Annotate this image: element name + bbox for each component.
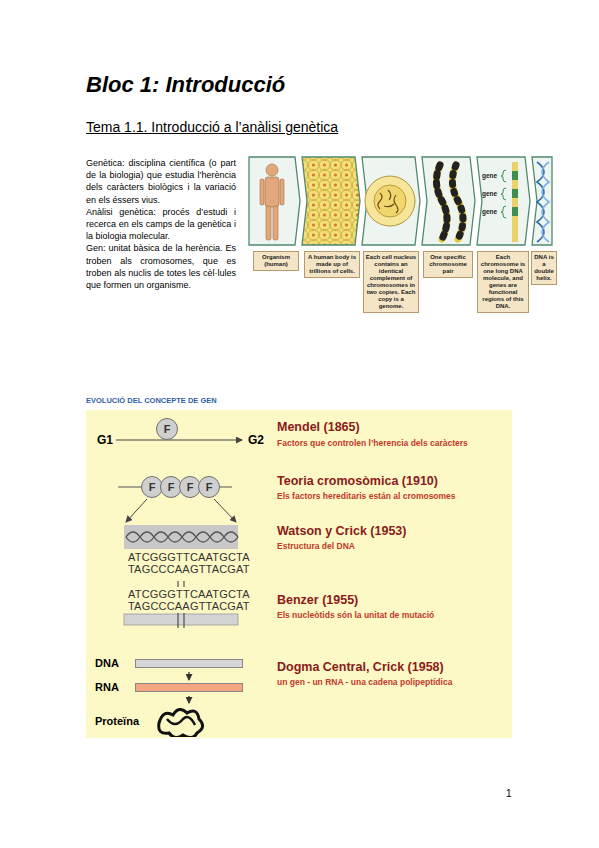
paragraph: Genètica: disciplina científica (o part …: [86, 157, 236, 206]
timeline-heading: Benzer (1955): [277, 593, 358, 607]
node-text: DNA is a double helix.: [533, 254, 555, 282]
timeline-note: un gen - un RNA - una cadena polipeptídi…: [277, 677, 452, 687]
timeline-note: Els factors hereditaris están al cromoso…: [277, 491, 456, 501]
flow-arrow: [188, 696, 189, 703]
panel-heading: EVOLUCIÓ DEL CONCEPTE DE GEN: [86, 396, 217, 405]
protein-node: Proteïna: [95, 704, 245, 738]
node-text: Each chromosome is one long DNA molecule…: [479, 254, 527, 310]
caption-box: A human body is made up of trillions of …: [304, 251, 360, 278]
molecule-bar: DNA: [95, 657, 247, 671]
timeline-note: Estructura del DNA: [277, 541, 355, 551]
dna-sequence: TAGCCCAAGTTACGAT: [128, 600, 250, 612]
paragraph: Gen: unitat bàsica de la herència. Es tr…: [86, 242, 236, 291]
node-text: One specific chromosome pair: [425, 254, 471, 275]
node-text: RNA: [95, 681, 247, 694]
caption-box: Organism (human): [253, 251, 299, 271]
protein-blob: [153, 705, 207, 737]
factor-circle: F: [156, 418, 178, 440]
gene-label: gene: [482, 208, 497, 215]
node-text: Proteïna: [95, 715, 153, 727]
node-text: Organism (human): [255, 254, 297, 268]
caption-box: One specific chromosome pair: [423, 251, 473, 278]
molecule-strip: [135, 659, 243, 668]
caption-box: Each chromosome is one long DNA molecule…: [477, 251, 529, 313]
timeline-heading: Watson y Crick (1953): [277, 524, 406, 538]
gene-label: gene: [482, 172, 497, 179]
node-text: F: [149, 481, 156, 493]
flow-arrow: [188, 672, 189, 680]
section-heading: Tema 1.1. Introducció a l’anàlisi genèti…: [86, 119, 338, 135]
gene-label: gene: [482, 190, 497, 197]
molecule-bar: RNA: [95, 681, 247, 695]
timeline-heading: Teoria cromosòmica (1910): [277, 474, 438, 488]
node-text: F: [168, 481, 175, 493]
timeline-note: Els nucleòtids són la unitat de mutació: [277, 610, 434, 620]
paragraph: Anàlisi genètica: procés d’estudi i rece…: [86, 206, 236, 243]
node-text: F: [187, 481, 194, 493]
generation-label: G2: [248, 433, 264, 447]
timeline-heading: Mendel (1865): [277, 420, 360, 434]
timeline-note: Factors que controlen l’herencia dels ca…: [277, 438, 468, 448]
node-text: Each cell nucleus contains an identical …: [365, 254, 417, 310]
dna-sequence: TAGCCCAAGTTACGAT: [128, 563, 250, 575]
page-title: Bloc 1: Introducció: [86, 72, 285, 98]
node-text: F: [206, 481, 213, 493]
dna-sequence: ATCGGGTTCAATGCTA: [128, 551, 250, 563]
molecule-strip: [135, 683, 243, 692]
node-text: F: [164, 423, 171, 435]
page-number: 1: [506, 788, 512, 799]
caption-box: Each cell nucleus contains an identical …: [363, 251, 419, 313]
factor-circle: F: [198, 476, 220, 498]
generation-label: G1: [97, 433, 113, 447]
timeline-heading: Dogma Central, Crick (1958): [277, 660, 444, 674]
dna-sequence: ATCGGGTTCAATGCTA: [128, 588, 250, 600]
caption-box: DNA is a double helix.: [531, 251, 557, 285]
node-text: DNA: [95, 657, 247, 670]
node-text: A human body is made up of trillions of …: [306, 254, 358, 275]
